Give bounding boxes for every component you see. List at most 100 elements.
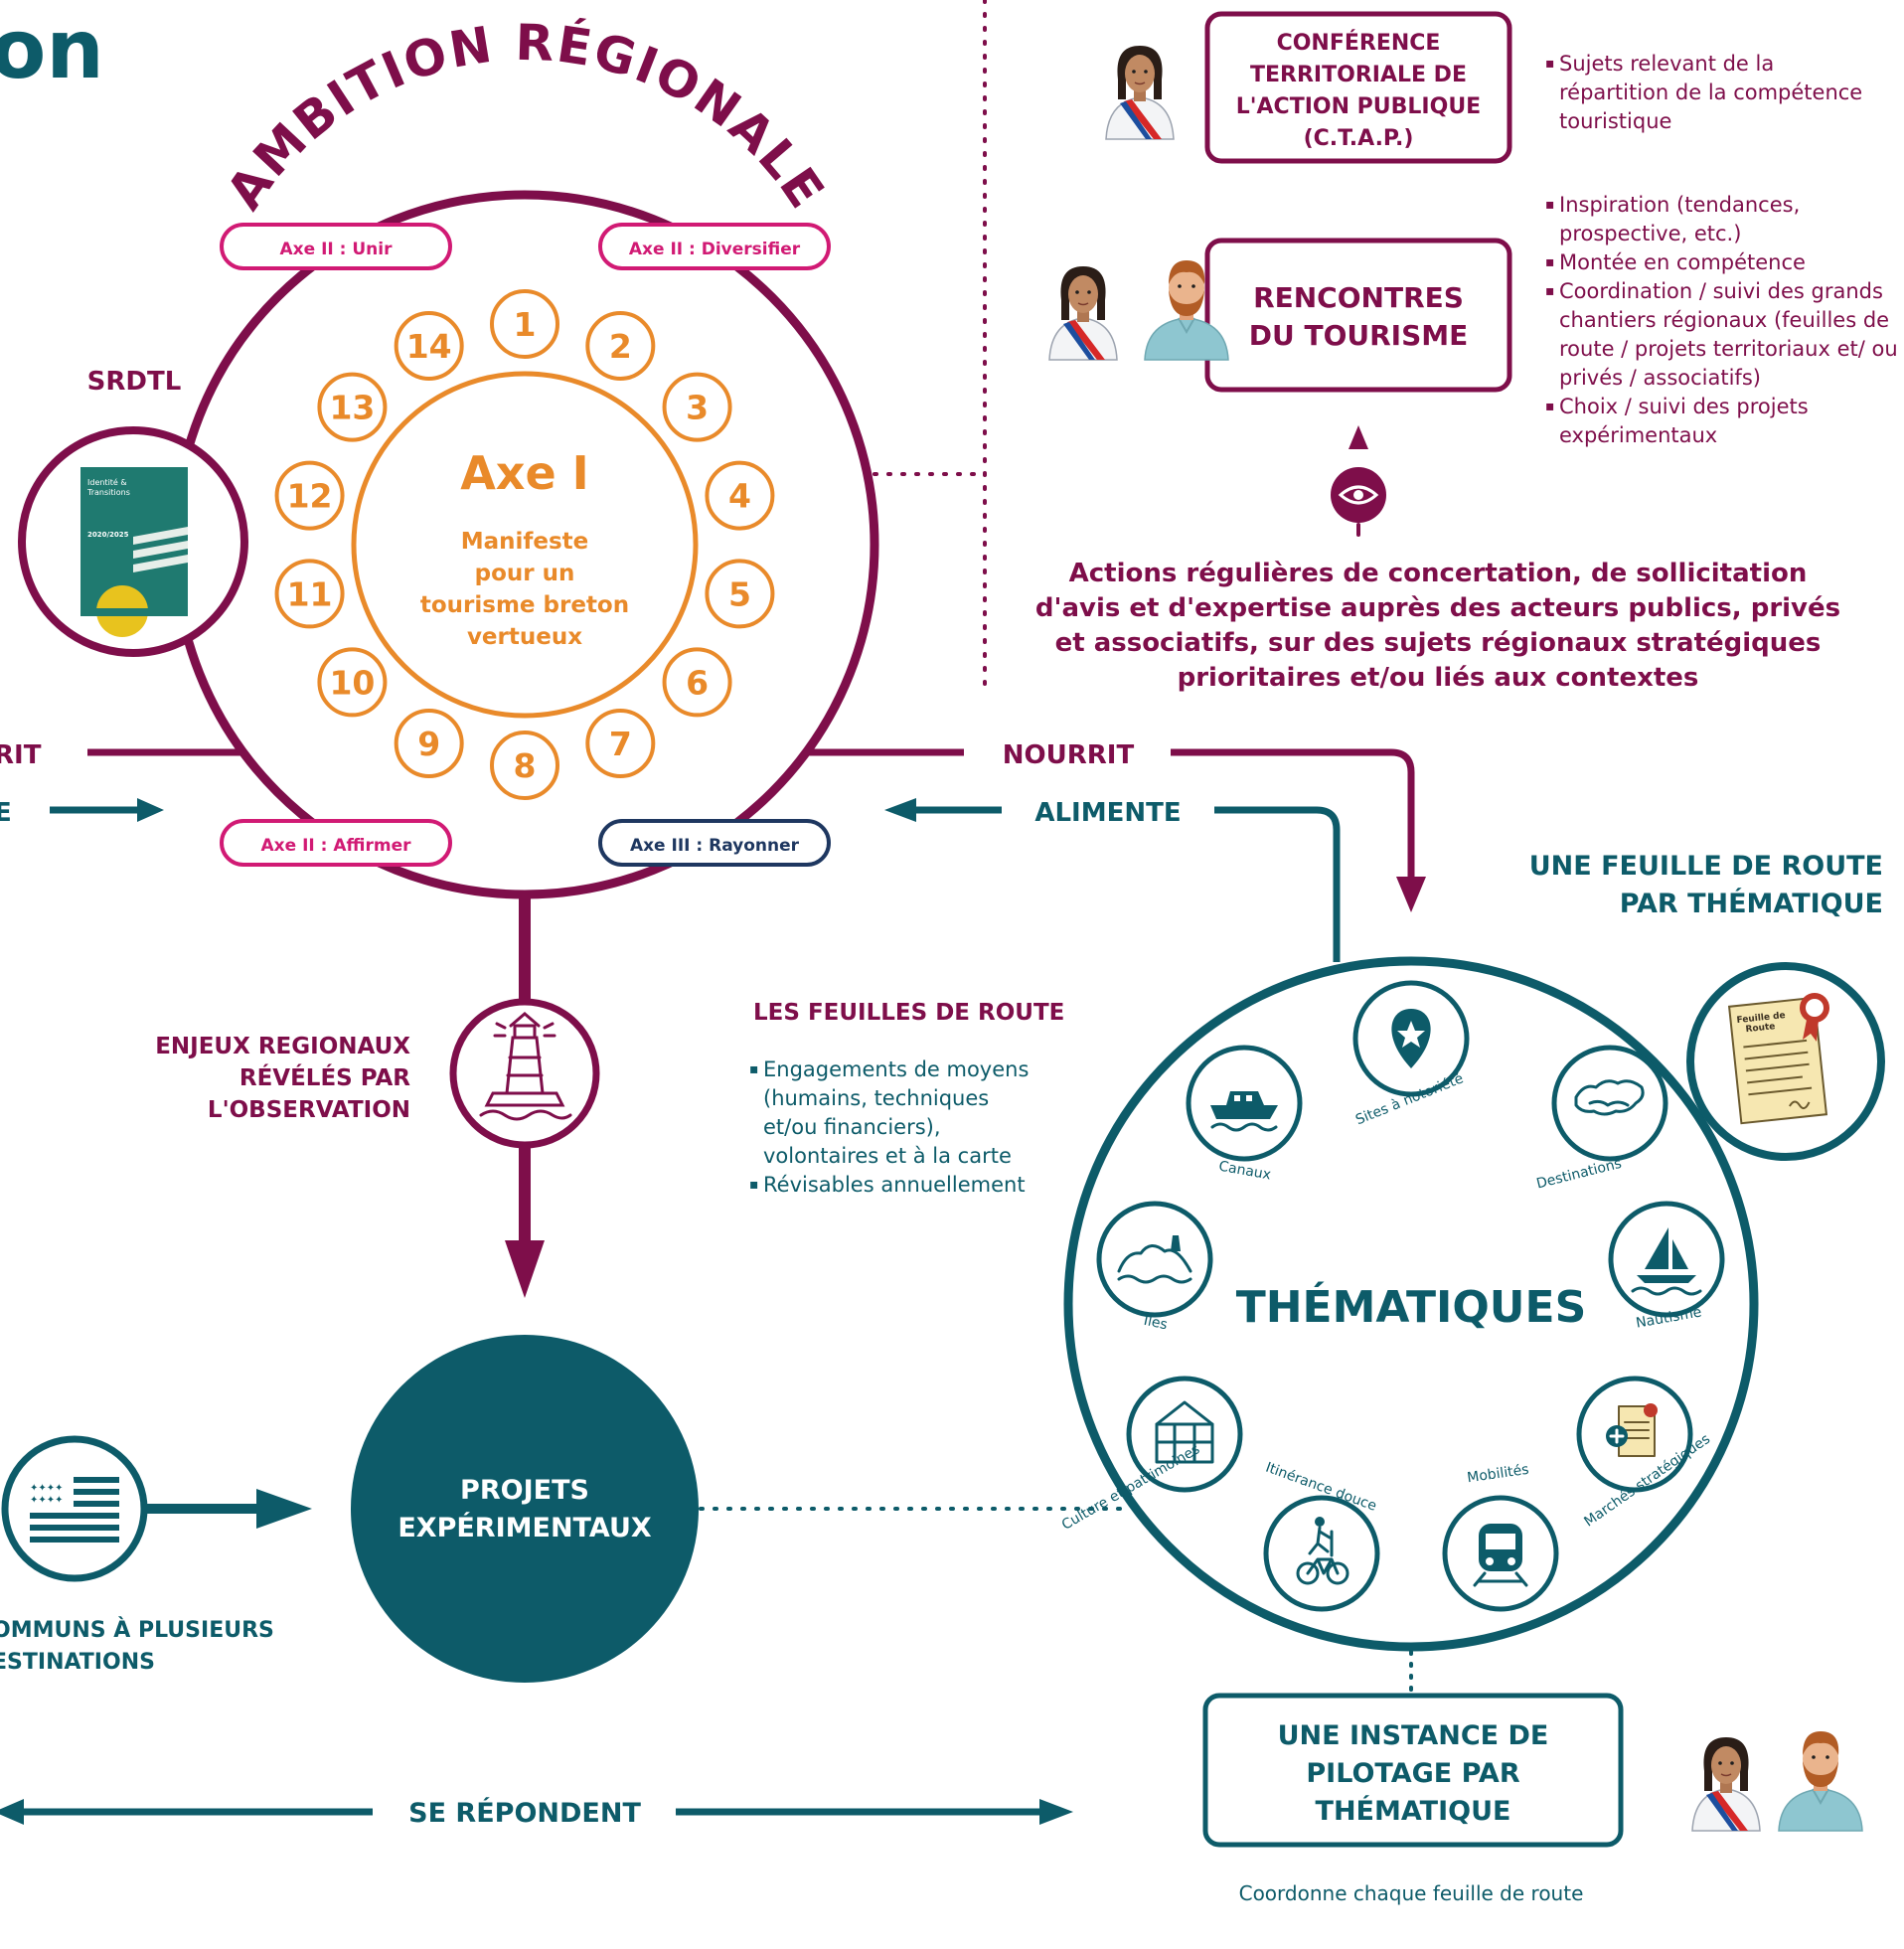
- svg-text:Axe II : Affirmer: Axe II : Affirmer: [261, 836, 412, 856]
- projets-label: PROJETS EXPÉRIMENTAUX: [397, 1475, 652, 1543]
- thematique-item: Mobilités: [1442, 1462, 1559, 1612]
- page-title-fragment: on: [0, 3, 104, 97]
- svg-text:PILOTAGE PAR: PILOTAGE PAR: [1306, 1758, 1519, 1789]
- srdtl-book-icon: Identité & Transitions 2020/2025: [80, 467, 188, 637]
- eye-up-arrow: [1349, 425, 1368, 449]
- svg-text:✦✦✦✦: ✦✦✦✦: [30, 1495, 64, 1506]
- thematique-item: Nautisme: [1608, 1201, 1725, 1332]
- number-bubble-label: 7: [609, 725, 632, 763]
- svg-text:2020/2025: 2020/2025: [87, 531, 129, 539]
- svg-text:Axe II : Unir: Axe II : Unir: [280, 240, 394, 259]
- instance-box: UNE INSTANCE DE PILOTAGE PAR THÉMATIQUE: [1202, 1693, 1624, 1848]
- svg-text:RENCONTRES: RENCONTRES: [1253, 281, 1464, 314]
- nourrit-label: NOURRIT: [1003, 740, 1135, 770]
- feuilles-bullet: Engagements de moyens (humains, techniqu…: [749, 1056, 1047, 1171]
- svg-text:Axe III : Rayonner: Axe III : Rayonner: [630, 836, 800, 856]
- svg-text:pour un: pour un: [475, 561, 575, 586]
- svg-text:d'avis et d'expertise auprès d: d'avis et d'expertise auprès des acteurs…: [1035, 593, 1840, 623]
- alimente-arrowhead-right: [884, 798, 916, 822]
- number-bubble: 11: [274, 559, 345, 629]
- number-bubble-label: 5: [728, 574, 751, 613]
- svg-text:tourisme breton: tourisme breton: [420, 592, 629, 618]
- svg-text:L'OBSERVATION: L'OBSERVATION: [208, 1097, 410, 1123]
- svg-text:L'ACTION PUBLIQUE: L'ACTION PUBLIQUE: [1236, 94, 1481, 119]
- number-bubble-label: 6: [686, 663, 709, 702]
- flag-arrowhead: [256, 1489, 312, 1529]
- communs-text: OMMUNS À PLUSIEURS ESTINATIONS: [0, 1617, 274, 1675]
- ambition-arc-title: AMBITION RÉGIONALE: [216, 14, 836, 220]
- roadmap-document-icon: Feuille de Route: [1727, 993, 1829, 1125]
- number-bubble: 6: [662, 647, 732, 718]
- number-bubble-label: 11: [287, 574, 333, 613]
- observation-arrowhead: [505, 1240, 545, 1298]
- number-bubble-label: 14: [406, 327, 452, 366]
- svg-text:OMMUNS À PLUSIEURS: OMMUNS À PLUSIEURS: [0, 1617, 274, 1643]
- svg-text:Identité &: Identité &: [87, 477, 127, 487]
- ctap-bullets: Sujets relevant de la répartition de la …: [1545, 50, 1883, 136]
- svg-text:EXPÉRIMENTAUX: EXPÉRIMENTAUX: [397, 1512, 652, 1543]
- feuilles-bullet: Révisables annuellement: [749, 1171, 1047, 1200]
- breton-flag-circle: [1, 1435, 148, 1582]
- svg-text:Route: Route: [1745, 1022, 1776, 1035]
- svg-text:RÉVÉLÉS PAR: RÉVÉLÉS PAR: [239, 1063, 410, 1091]
- svg-text:UNE FEUILLE DE ROUTE: UNE FEUILLE DE ROUTE: [1529, 851, 1883, 882]
- number-bubble: 8: [490, 731, 559, 800]
- enjeux-text: ENJEUX REGIONAUX RÉVÉLÉS PAR L'OBSERVATI…: [155, 1034, 410, 1123]
- feuilles-bullets: Engagements de moyens (humains, techniqu…: [749, 1056, 1047, 1200]
- svg-text:ENJEUX REGIONAUX: ENJEUX REGIONAUX: [155, 1034, 410, 1059]
- svg-text:UNE INSTANCE DE: UNE INSTANCE DE: [1278, 1720, 1549, 1751]
- axe-pill-top-right: Axe II : Diversifier: [598, 223, 831, 270]
- rencontres-bullet: Montée en compétence: [1545, 248, 1901, 277]
- svg-text:✦✦✦✦: ✦✦✦✦: [30, 1483, 64, 1494]
- number-bubble: 14: [394, 310, 464, 381]
- se-repondent-arrowhead-right: [1039, 1799, 1073, 1825]
- projets-circle: [351, 1335, 699, 1683]
- number-bubble: 4: [705, 460, 775, 531]
- ctap-bullet: Sujets relevant de la répartition de la …: [1545, 50, 1883, 136]
- svg-text:(C.T.A.P.): (C.T.A.P.): [1304, 126, 1414, 151]
- number-bubble-label: 10: [329, 663, 375, 702]
- thematique-item: Canaux: [1186, 1045, 1303, 1184]
- island-lighthouse-icon: [1096, 1201, 1213, 1318]
- svg-text:Actions régulières de concerta: Actions régulières de concertation, de s…: [1069, 559, 1808, 588]
- svg-text:vertueux: vertueux: [467, 624, 582, 650]
- number-bubble-label: 4: [728, 477, 751, 516]
- mayor-person-icon: [1048, 266, 1118, 361]
- instance-caption: Coordonne chaque feuille de route: [1239, 1881, 1584, 1905]
- lighthouse-icon: [479, 1012, 572, 1121]
- number-bubble-label: 2: [609, 327, 632, 366]
- svg-text:ESTINATIONS: ESTINATIONS: [0, 1650, 155, 1675]
- axe-pill-bottom-left: Axe II : Affirmer: [220, 819, 452, 867]
- srdtl-label: SRDTL: [87, 367, 182, 397]
- thematique-item: Îles: [1096, 1201, 1213, 1333]
- eye-icon: [1331, 467, 1386, 523]
- number-bubble: 9: [394, 709, 464, 779]
- feuille-par-thematique-text: UNE FEUILLE DE ROUTE PAR THÉMATIQUE: [1529, 851, 1883, 919]
- svg-text:CONFÉRENCE: CONFÉRENCE: [1277, 30, 1441, 56]
- svg-text:THÉMATIQUE: THÉMATIQUE: [1316, 1795, 1511, 1827]
- svg-text:TERRITORIALE DE: TERRITORIALE DE: [1250, 63, 1467, 87]
- rencontres-bullet: Inspiration (tendances, prospective, etc…: [1545, 191, 1901, 248]
- number-bubble: 12: [274, 460, 345, 531]
- rencontres-box: RENCONTRES DU TOURISME: [1204, 238, 1512, 393]
- rencontres-bullet: Coordination / suivi des grands chantier…: [1545, 277, 1901, 393]
- axe-pill-bottom-right: Axe III : Rayonner: [598, 819, 831, 867]
- nourrit-arrowhead: [1396, 877, 1426, 912]
- svg-text:et associatifs, sur des sujets: et associatifs, sur des sujets régionaux…: [1055, 628, 1822, 658]
- mayor-person-icon: [1691, 1737, 1761, 1832]
- number-bubble-label: 12: [287, 477, 333, 516]
- svg-text:Transitions: Transitions: [86, 488, 130, 497]
- svg-text:Axe II : Diversifier: Axe II : Diversifier: [629, 240, 801, 259]
- number-bubble: 1: [490, 289, 559, 359]
- alimente-label-left-fragment: E: [0, 798, 12, 828]
- se-repondent-arrowhead-left: [0, 1799, 24, 1825]
- number-bubble: 2: [585, 310, 656, 381]
- alimente-arrowhead-left: [137, 798, 164, 822]
- number-bubble: 7: [585, 709, 656, 779]
- man-person-icon: [1144, 260, 1229, 361]
- svg-text:prioritaires et/ou liés aux co: prioritaires et/ou liés aux contextes: [1178, 663, 1699, 693]
- number-bubble-label: 8: [514, 746, 537, 785]
- svg-text:PROJETS: PROJETS: [460, 1475, 589, 1506]
- number-bubble-label: 13: [329, 389, 375, 427]
